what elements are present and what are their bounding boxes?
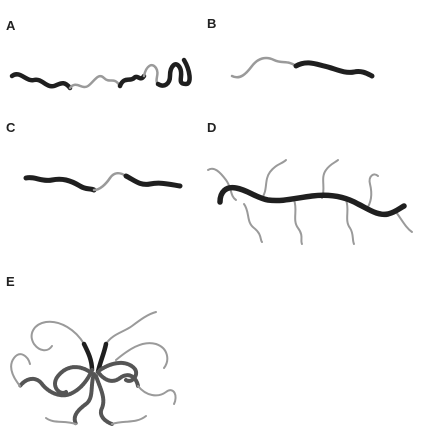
panel-c-dark-block-2 [126,176,180,186]
panel-e-light-arm-1 [32,322,84,351]
panel-label-a: A [6,18,16,33]
panel-label-b: B [207,16,216,31]
panel-e-light-arm-7 [112,416,146,424]
panel-label-d: D [207,120,216,135]
panel-label-c: C [6,120,16,135]
panel-d: D [207,120,412,244]
panel-e: E [6,274,176,424]
panel-d-graft-6 [346,200,354,244]
panel-a-light-block-1 [70,76,120,88]
panel-a-dark-block-2 [120,76,144,86]
panel-e-dark-arm-1 [84,344,92,370]
panel-d-graft-4 [294,200,302,244]
panel-b-light-block [232,58,296,77]
panel-d-graft-3 [262,160,286,198]
panel-e-core-strand-4 [96,376,112,424]
panel-label-e: E [6,274,15,289]
panel-e-light-arm-2 [106,312,156,344]
panel-d-graft-2 [244,204,262,242]
panel-d-graft-8 [396,212,412,232]
panel-d-graft-5 [322,160,338,198]
panel-c-dark-block-1 [26,178,94,190]
panel-e-light-arm-6 [46,418,76,424]
panel-b-dark-block [296,63,372,76]
panel-c-light-block [94,173,126,190]
panel-e-light-arm-5 [138,386,176,404]
panel-b: B [207,16,372,77]
panel-d-graft-7 [366,174,378,210]
panel-a-light-block-2 [144,65,158,84]
panel-a-dark-block-1 [12,74,70,88]
panel-a-dark-block-3 [158,60,190,86]
panel-c: C [6,120,180,190]
panel-a: A [6,18,190,88]
